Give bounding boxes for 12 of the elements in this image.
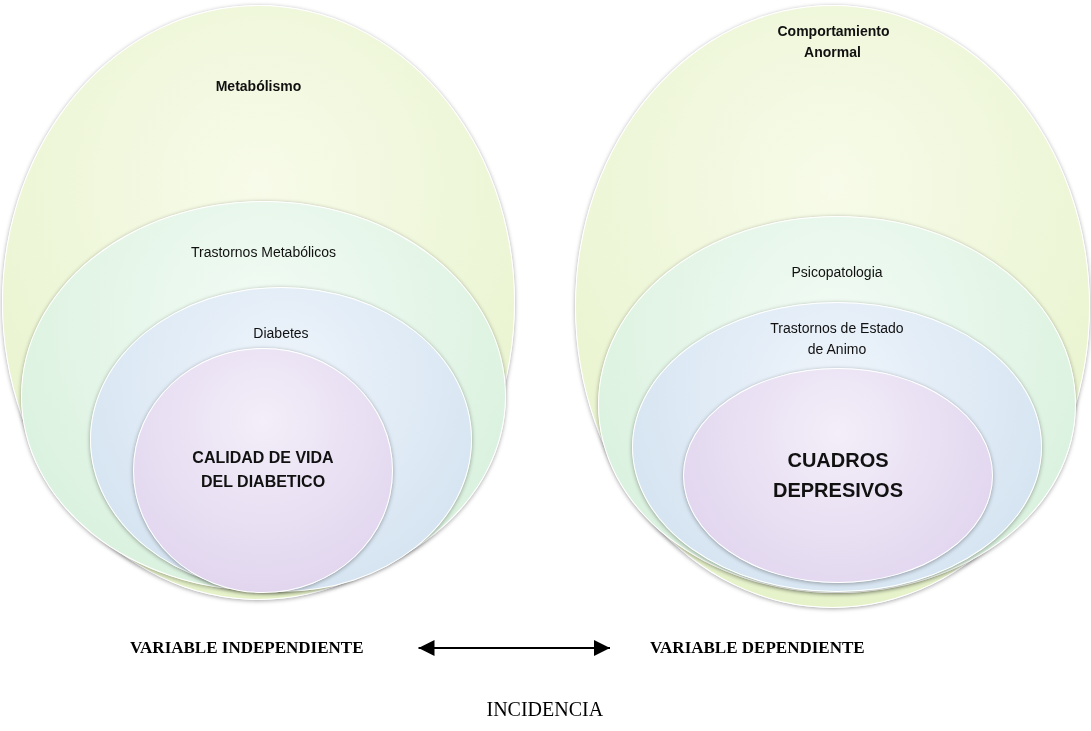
circle-label: CUADROS DEPRESIVOS [771,447,904,503]
circle-label: Metabólismo [214,77,303,96]
circle-label: Comportamiento Anormal [777,22,888,62]
variable-label: VARIABLE DEPENDIENTE [650,638,865,658]
variable-label: VARIABLE INDEPENDIENTE [130,638,364,658]
circle-label: Trastornos Metabólicos [190,243,337,262]
circle-label: Psicopatologia [790,263,884,282]
circle-label: Trastornos de Estado de Animo [769,319,905,359]
circle-label: Diabetes [252,324,310,343]
caption-text: INCIDENCIA [486,698,604,721]
circle-label: CALIDAD DE VIDA DEL DIABETICO [191,447,335,492]
double-arrow [417,640,611,656]
